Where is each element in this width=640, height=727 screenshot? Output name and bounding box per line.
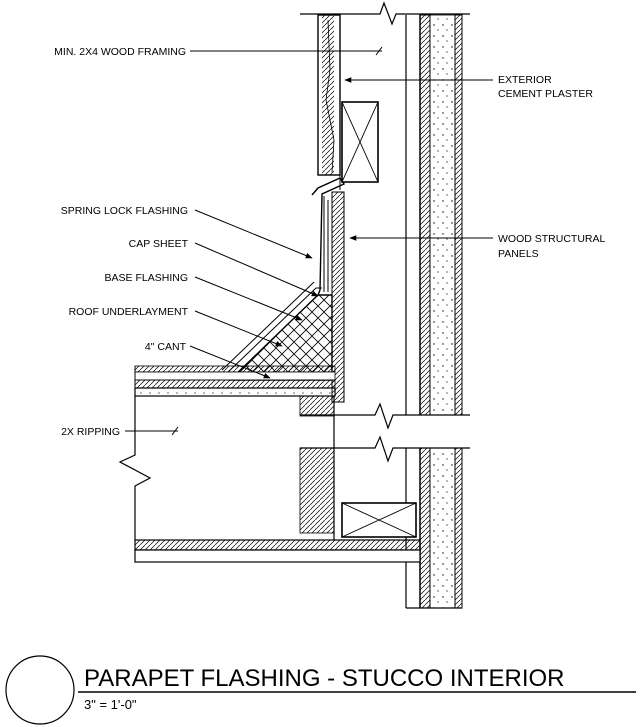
label-cap-sheet: CAP SHEET bbox=[129, 238, 189, 250]
cant-strip bbox=[221, 281, 333, 381]
label-base-flashing: BASE FLASHING bbox=[105, 272, 188, 284]
drawing-title: PARAPET FLASHING - STUCCO INTERIOR bbox=[84, 665, 565, 692]
label-ripping: 2X RIPPING bbox=[61, 426, 120, 438]
drawing-scale: 3" = 1'-0" bbox=[84, 697, 137, 712]
leader-spring-lock bbox=[194, 209, 313, 259]
label-cant: 4" CANT bbox=[145, 341, 187, 353]
leader-base-flashing bbox=[194, 276, 303, 321]
label-spring-lock: SPRING LOCK FLASHING bbox=[61, 205, 188, 217]
joist-ripping bbox=[118, 395, 421, 563]
detail-bubble bbox=[5, 655, 75, 725]
wood-framing bbox=[317, 14, 379, 190]
label-wood-panels-2: PANELS bbox=[498, 248, 539, 260]
leader-roof-underlayment bbox=[194, 310, 283, 347]
label-wood-framing: MIN. 2X4 WOOD FRAMING bbox=[54, 46, 186, 58]
leader-cap-sheet bbox=[194, 242, 319, 297]
callout-labels: MIN. 2X4 WOOD FRAMING EXTERIOR CEMENT PL… bbox=[54, 46, 605, 438]
roof-deck bbox=[134, 365, 336, 397]
label-wood-panels-1: WOOD STRUCTURAL bbox=[498, 233, 605, 245]
title-block: PARAPET FLASHING - STUCCO INTERIOR 3" = … bbox=[5, 655, 636, 725]
parapet-wall bbox=[300, 1, 470, 609]
label-exterior-plaster-2: CEMENT PLASTER bbox=[498, 88, 593, 100]
label-roof-underlayment: ROOF UNDERLAYMENT bbox=[69, 306, 189, 318]
label-exterior-plaster-1: EXTERIOR bbox=[498, 74, 552, 86]
callout-leaders bbox=[125, 46, 493, 436]
leader-cant bbox=[189, 345, 271, 379]
